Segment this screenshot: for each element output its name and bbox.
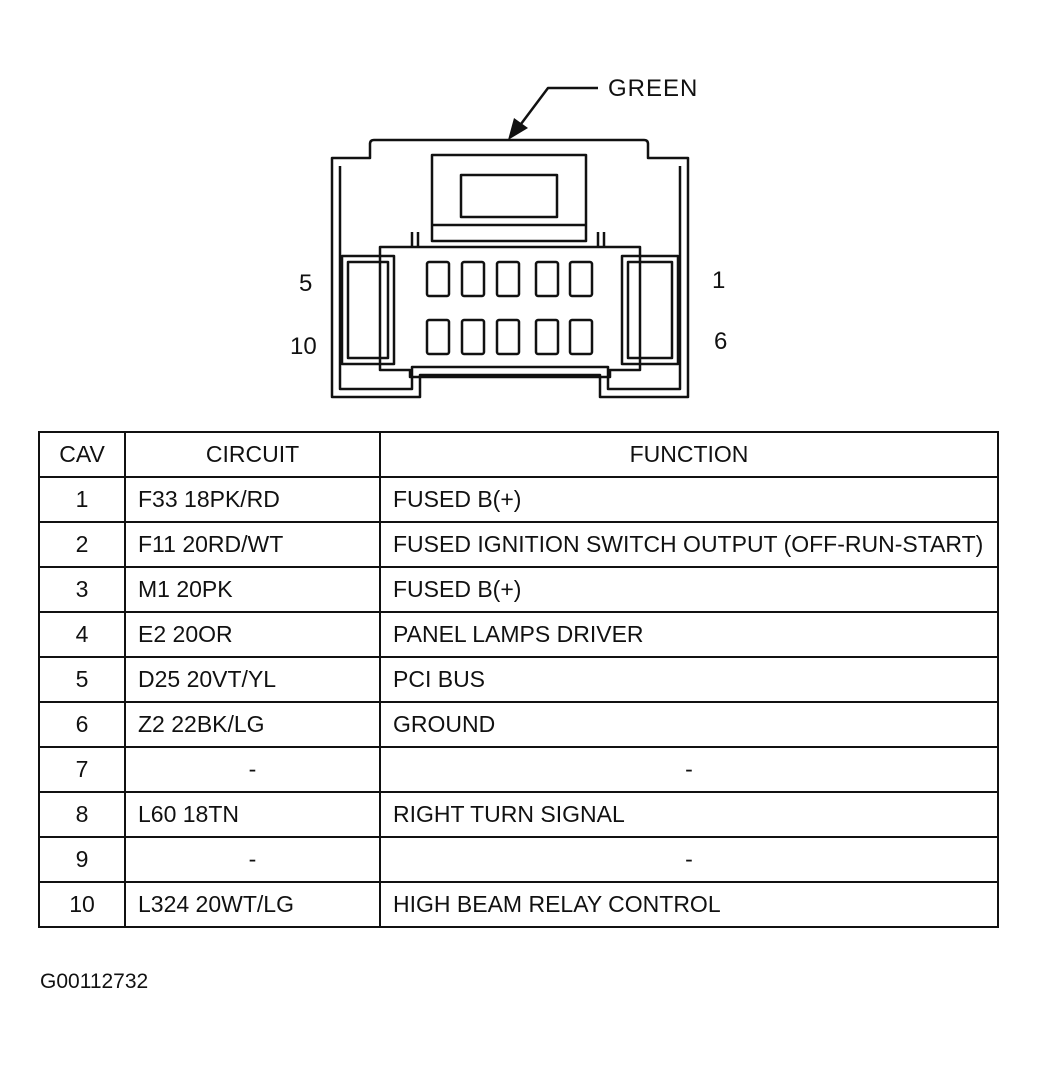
- cell-function: FUSED IGNITION SWITCH OUTPUT (OFF-RUN-ST…: [379, 521, 999, 568]
- table-row: 9 - -: [38, 836, 999, 883]
- cell-cav: 7: [38, 746, 126, 793]
- cell-cav: 1: [38, 476, 126, 523]
- cell-circuit: E2 20OR: [124, 611, 381, 658]
- header-cav: CAV: [38, 431, 126, 478]
- color-label-arrowhead: [508, 118, 528, 140]
- connector-latch: [430, 153, 588, 243]
- terminal-block: [378, 245, 642, 379]
- cell-cav: 3: [38, 566, 126, 613]
- side-block-left: [340, 254, 396, 366]
- table-body: 1 F33 18PK/RD FUSED B(+) 2 F11 20RD/WT F…: [38, 476, 999, 928]
- cell-function: RIGHT TURN SIGNAL: [379, 791, 999, 838]
- table-row: 10 L324 20WT/LG HIGH BEAM RELAY CONTROL: [38, 881, 999, 928]
- cell-cav: 6: [38, 701, 126, 748]
- cell-circuit: -: [124, 836, 381, 883]
- table-row: 1 F33 18PK/RD FUSED B(+): [38, 476, 999, 523]
- cell-function: PCI BUS: [379, 656, 999, 703]
- table-header-row: CAV CIRCUIT FUNCTION: [38, 431, 999, 478]
- cell-function: PANEL LAMPS DRIVER: [379, 611, 999, 658]
- cell-function: FUSED B(+): [379, 566, 999, 613]
- figure-id: G00112732: [40, 970, 149, 993]
- cell-cav: 2: [38, 521, 126, 568]
- cell-circuit: Z2 22BK/LG: [124, 701, 381, 748]
- cell-cav: 4: [38, 611, 126, 658]
- color-label-leader: [517, 86, 598, 129]
- table-row: 3 M1 20PK FUSED B(+): [38, 566, 999, 613]
- table-row: 4 E2 20OR PANEL LAMPS DRIVER: [38, 611, 999, 658]
- header-circuit: CIRCUIT: [124, 431, 381, 478]
- pin-cavities-top-row: [425, 260, 594, 298]
- cell-function: HIGH BEAM RELAY CONTROL: [379, 881, 999, 928]
- pin-label-top-right: 1: [712, 267, 725, 294]
- cell-function: FUSED B(+): [379, 476, 999, 523]
- table-row: 8 L60 18TN RIGHT TURN SIGNAL: [38, 791, 999, 838]
- pin-label-bottom-left: 10: [290, 333, 317, 360]
- cell-cav: 9: [38, 836, 126, 883]
- cell-circuit: D25 20VT/YL: [124, 656, 381, 703]
- cell-circuit: L60 18TN: [124, 791, 381, 838]
- cell-circuit: L324 20WT/LG: [124, 881, 381, 928]
- cell-function: -: [379, 746, 999, 793]
- connector-latch-window: [459, 173, 559, 219]
- side-block-right: [620, 254, 680, 366]
- cell-circuit: M1 20PK: [124, 566, 381, 613]
- pinout-table: CAV CIRCUIT FUNCTION 1 F33 18PK/RD FUSED…: [38, 431, 999, 928]
- table-header: CAV CIRCUIT FUNCTION: [38, 431, 999, 478]
- cell-cav: 8: [38, 791, 126, 838]
- connector-color-label: GREEN: [608, 75, 698, 102]
- pin-cavities-bottom-row: [425, 318, 594, 356]
- cell-circuit: F33 18PK/RD: [124, 476, 381, 523]
- cell-cav: 10: [38, 881, 126, 928]
- cell-circuit: F11 20RD/WT: [124, 521, 381, 568]
- connector-housing: [330, 138, 690, 399]
- table-row: 7 - -: [38, 746, 999, 793]
- header-function: FUNCTION: [379, 431, 999, 478]
- pin-label-top-left: 5: [299, 270, 312, 297]
- table-row: 2 F11 20RD/WT FUSED IGNITION SWITCH OUTP…: [38, 521, 999, 568]
- cell-function: GROUND: [379, 701, 999, 748]
- connector-diagram: GREEN 5 10 1 6: [290, 75, 727, 399]
- cell-function: -: [379, 836, 999, 883]
- cell-cav: 5: [38, 656, 126, 703]
- table-row: 6 Z2 22BK/LG GROUND: [38, 701, 999, 748]
- cell-circuit: -: [124, 746, 381, 793]
- pin-label-bottom-right: 6: [714, 328, 727, 355]
- connector-housing-inner: [338, 166, 682, 391]
- table-row: 5 D25 20VT/YL PCI BUS: [38, 656, 999, 703]
